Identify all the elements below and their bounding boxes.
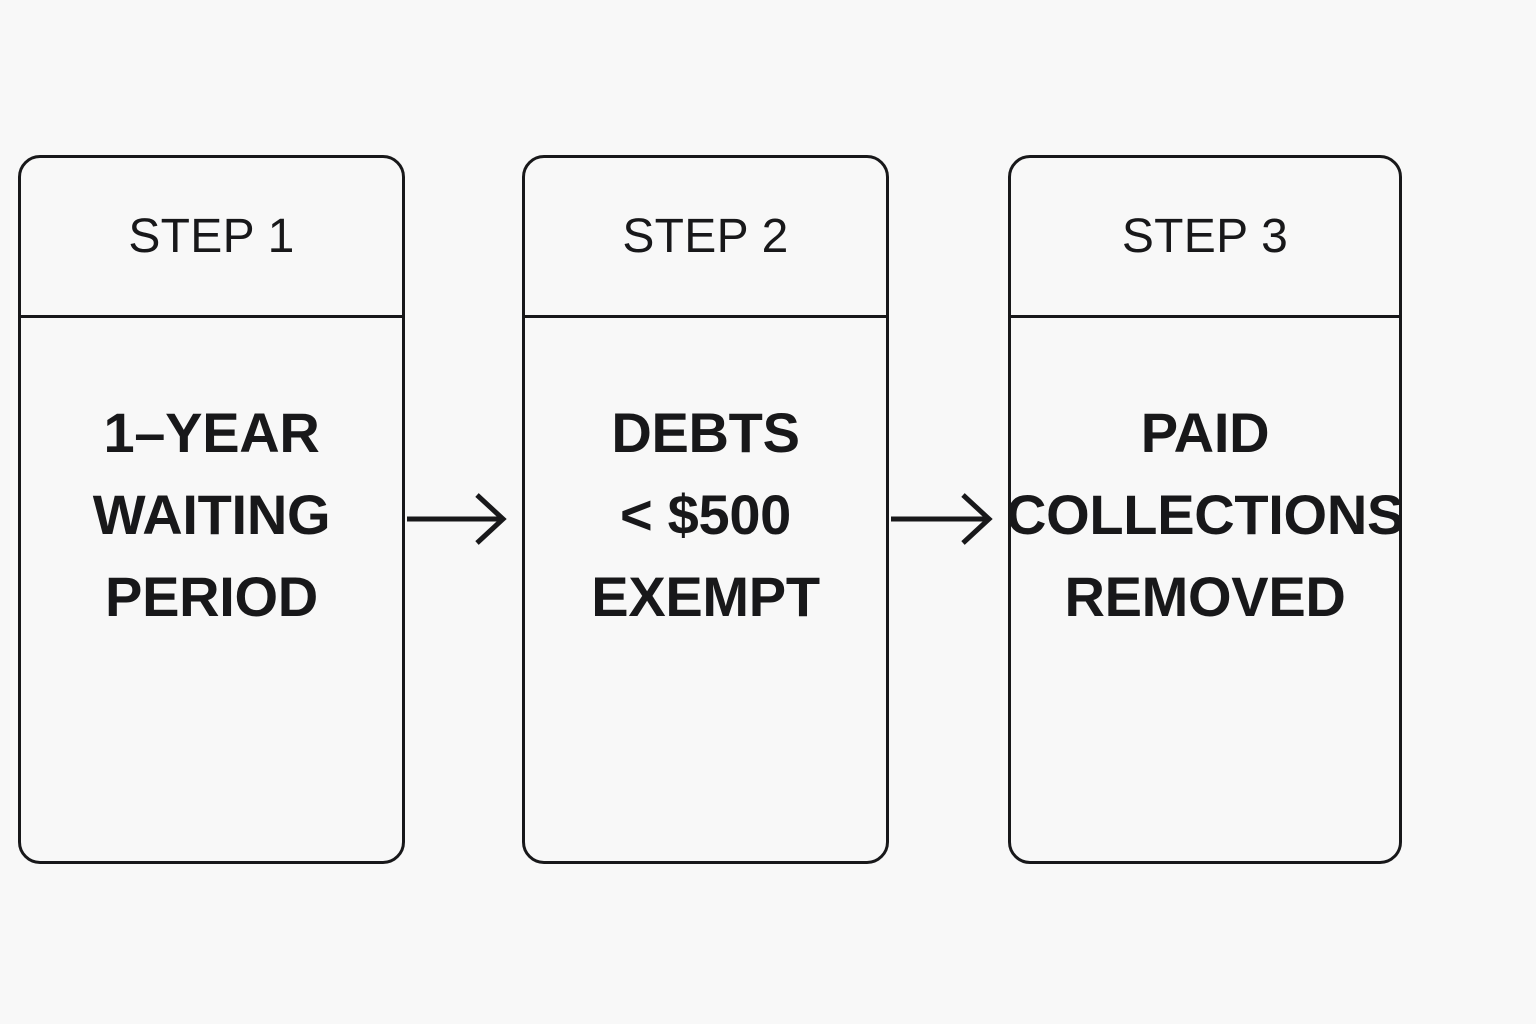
- step-card-3-body: PAID COLLECTIONS REMOVED: [1011, 318, 1399, 861]
- step-card-1-header-label: STEP 1: [128, 209, 295, 263]
- connector-step1-to-step2: [405, 485, 523, 553]
- step-card-1-line-1: 1–YEAR: [103, 401, 320, 464]
- step-card-3-line-3: REMOVED: [1064, 565, 1346, 628]
- step-card-2-body: DEBTS < $500 EXEMPT: [525, 318, 886, 861]
- step-card-2-line-1: DEBTS: [611, 401, 800, 464]
- step-card-3-line-1: PAID: [1140, 401, 1270, 464]
- step-card-2-header-label: STEP 2: [622, 209, 789, 263]
- arrow-right-icon: [407, 493, 507, 545]
- step-card-3-header: STEP 3: [1011, 158, 1399, 318]
- step-card-3[interactable]: STEP 3 PAID COLLECTIONS REMOVED: [1008, 155, 1402, 864]
- step-card-2-header: STEP 2: [525, 158, 886, 318]
- arrow-right-icon: [891, 493, 993, 545]
- step-card-3-header-label: STEP 3: [1121, 209, 1289, 263]
- connector-step2-to-step3: [889, 485, 1009, 553]
- step-card-1[interactable]: STEP 1 1–YEAR WAITING PERIOD: [18, 155, 405, 864]
- step-card-1-header: STEP 1: [21, 158, 402, 318]
- step-card-1-line-2: WAITING: [92, 483, 331, 546]
- step-card-1-line-3: PERIOD: [105, 565, 318, 628]
- step-card-3-line-2: COLLECTIONS: [1008, 483, 1402, 546]
- step-card-2[interactable]: STEP 2 DEBTS < $500 EXEMPT: [522, 155, 889, 864]
- step-card-1-body: 1–YEAR WAITING PERIOD: [21, 318, 402, 861]
- step-card-2-line-3: EXEMPT: [591, 565, 820, 628]
- step-card-2-line-2: < $500: [619, 483, 792, 546]
